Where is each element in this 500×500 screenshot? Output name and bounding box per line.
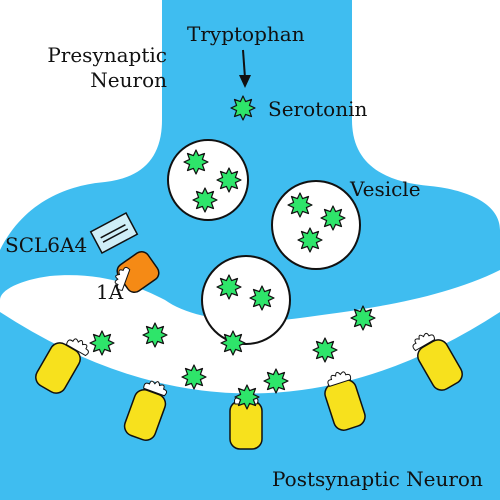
star-molecule-icon <box>216 274 242 300</box>
tryptophan-label: Tryptophan <box>187 22 305 46</box>
presynaptic-label: Presynaptic <box>47 43 167 67</box>
star-molecule-icon <box>183 149 209 175</box>
star-molecule-icon <box>320 205 346 231</box>
arrow-down-icon <box>239 49 251 88</box>
star-molecule-icon <box>142 322 168 348</box>
star-molecule-icon <box>216 167 242 193</box>
transporter-label: SCL6A4 <box>5 233 87 257</box>
receptor-1a-label: 1A <box>96 280 124 304</box>
presynaptic-label-line2: Neuron <box>90 68 167 92</box>
star-molecule-icon <box>181 364 207 390</box>
star-molecule-icon <box>297 227 323 253</box>
star-molecule-icon <box>249 285 275 311</box>
postsynaptic-receptor <box>417 339 463 391</box>
vesicle-label: Vesicle <box>349 177 421 201</box>
postsynaptic-receptor <box>123 389 167 441</box>
star-molecule-icon <box>263 368 289 394</box>
star-molecule-icon <box>89 330 115 356</box>
postsynaptic-label: Postsynaptic Neuron <box>272 467 483 491</box>
postsynaptic-receptor <box>35 342 81 394</box>
star-molecule-icon <box>234 384 260 410</box>
star-molecule-icon <box>220 330 246 356</box>
serotonin-label: Serotonin <box>268 97 367 121</box>
vesicle <box>271 180 361 270</box>
star-molecule-icon <box>230 95 256 121</box>
scl6a4-transporter <box>89 212 139 254</box>
vesicle <box>201 255 291 345</box>
star-molecule-icon <box>287 192 313 218</box>
star-molecule-icon <box>192 187 218 213</box>
star-molecule-icon <box>312 337 338 363</box>
star-molecule-icon <box>350 305 376 331</box>
